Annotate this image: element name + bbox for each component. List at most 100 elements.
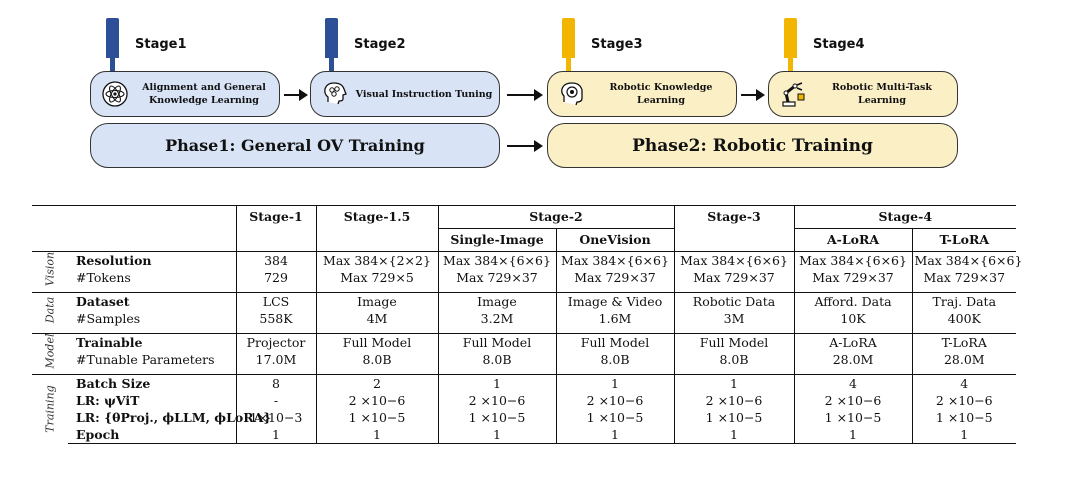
table-row: LR: {θProj., ϕLLM, ϕLoRA} 1×10−3 1 ×10−5…: [32, 409, 1017, 426]
header-a-lora: A-LoRA: [793, 228, 913, 252]
table-cell: 2: [315, 374, 438, 392]
table-row: LR: ψViT - 2 ×10−6 2 ×10−6 2 ×10−6 2 ×10…: [32, 392, 1017, 409]
table-cell: 1: [555, 374, 675, 392]
header-t-lora: T-LoRA: [911, 228, 1017, 252]
arrow-phase1-phase2: [507, 140, 543, 152]
stage4-label: Stage4: [813, 37, 865, 52]
row-name-tunable-parameters: #Tunable Parameters: [76, 352, 215, 367]
table-cell: Max 729×5: [315, 269, 438, 286]
table-cell: 8.0B: [673, 351, 795, 368]
stage3-box: Robotic Knowledge Learning: [547, 71, 737, 117]
table-cell: 1: [437, 374, 556, 392]
table-cell: Max 384×{2×2}: [315, 251, 438, 269]
atom-icon: [102, 81, 128, 107]
table-cell: Full Model: [437, 333, 556, 351]
arrow-2-3: [507, 89, 543, 101]
table-cell: 1: [793, 426, 913, 444]
table-row: Training Batch Size 8 2 1 1 1 4 4: [32, 374, 1017, 444]
table-cell: 2 ×10−6: [437, 392, 556, 409]
table-cell: Max 729×37: [911, 269, 1017, 286]
table-cell: Full Model: [555, 333, 675, 351]
table-cell: 1: [673, 426, 795, 444]
table-cell: 8: [235, 374, 316, 392]
table-row: #Samples 558K 4M 3.2M 1.6M 3M 10K 400K: [32, 310, 1017, 327]
table-cell: 8.0B: [437, 351, 556, 368]
table-cell: T-LoRA: [911, 333, 1017, 351]
header-stage-1-5: Stage-1.5: [315, 205, 438, 229]
table-cell: 1.6M: [555, 310, 675, 327]
stage2-box: Visual Instruction Tuning: [310, 71, 500, 117]
table-cell: 384: [235, 251, 316, 269]
table-cell: 17.0M: [235, 351, 316, 368]
phase1-box: Phase1: General OV Training: [90, 123, 500, 168]
table-cell: 8.0B: [315, 351, 438, 368]
row-name-batch-size: Batch Size: [68, 374, 236, 392]
table-cell: 1: [911, 426, 1017, 444]
table-cell: Max 384×{6×6}: [911, 251, 1022, 269]
table-header-row-2: Single-Image OneVision A-LoRA T-LoRA: [32, 228, 1017, 252]
training-stages-diagram: Stage1 Alignment and General Knowledge L…: [0, 0, 1080, 190]
header-stage-3: Stage-3: [673, 205, 795, 229]
header-stage-2: Stage-2: [437, 205, 675, 229]
stage4-text: Robotic Multi-Task Learning: [832, 82, 932, 106]
table-cell: 1 ×10−5: [673, 409, 795, 426]
table-row: Data Dataset LCS Image Image Image & Vid…: [32, 292, 1017, 327]
table-cell: Robotic Data: [673, 292, 795, 310]
arrow-3-4: [741, 89, 765, 101]
table-cell: Afford. Data: [793, 292, 913, 310]
table-cell: 1 ×10−5: [315, 409, 438, 426]
table-cell: 8.0B: [555, 351, 675, 368]
row-name-resolution: Resolution: [68, 251, 236, 269]
stage4-box: Robotic Multi-Task Learning: [768, 71, 958, 117]
table-cell: 558K: [235, 310, 316, 327]
table-cell: 28.0M: [793, 351, 913, 368]
row-name-samples: #Samples: [76, 311, 141, 326]
robot-head-icon: [561, 82, 583, 106]
table-cell: 1: [673, 374, 795, 392]
stage1-label: Stage1: [135, 37, 187, 52]
stage1-text-line1: Alignment and General: [142, 82, 266, 93]
table-cell: Max 384×{6×6}: [673, 251, 795, 269]
stage1-box: Alignment and General Knowledge Learning: [90, 71, 280, 117]
table-cell: 1 ×10−5: [793, 409, 913, 426]
table-cell: -: [235, 392, 316, 409]
table-cell: 2 ×10−6: [793, 392, 913, 409]
table-cell: 1: [315, 426, 438, 444]
table-cell: A-LoRA: [793, 333, 913, 351]
table-cell: Projector: [235, 333, 316, 351]
stage3-text: Robotic Knowledge Learning: [609, 82, 713, 106]
table-header-row-1: Stage-1 Stage-1.5 Stage-2 Stage-3 Stage-…: [32, 205, 1017, 229]
table-cell: 1: [555, 426, 675, 444]
table-cell: Full Model: [673, 333, 795, 351]
table-cell: 1 ×10−5: [437, 409, 556, 426]
group-label-data: Data: [43, 296, 57, 324]
table-row: Vision Resolution 384 Max 384×{2×2} Max …: [32, 251, 1022, 286]
group-label-model: Model: [43, 333, 57, 369]
arrow-1-2: [284, 89, 308, 101]
table-cell: Max 729×37: [437, 269, 556, 286]
table-cell: Full Model: [315, 333, 438, 351]
table-cell: 28.0M: [911, 351, 1017, 368]
training-config-table: Stage-1 Stage-1.5 Stage-2 Stage-3 Stage-…: [32, 205, 1022, 444]
table-cell: Image: [315, 292, 438, 310]
row-name-lr-other: LR: {θProj., ϕLLM, ϕLoRA}: [76, 410, 272, 425]
header-stage-4: Stage-4: [793, 205, 1017, 229]
table-cell: 4M: [315, 310, 438, 327]
table-cell: Max 729×37: [555, 269, 675, 286]
table-cell: 1 ×10−5: [911, 409, 1017, 426]
table-cell: Traj. Data: [911, 292, 1017, 310]
phase2-box: Phase2: Robotic Training: [547, 123, 958, 168]
table-cell: Max 384×{6×6}: [793, 251, 913, 269]
table-cell: 2 ×10−6: [673, 392, 795, 409]
row-name-lr-vit: LR: ψViT: [76, 393, 140, 408]
table-cell: 4: [793, 374, 913, 392]
table-cell: 1 ×10−5: [555, 409, 675, 426]
stage2-text: Visual Instruction Tuning: [355, 88, 493, 100]
row-name-epoch: Epoch: [68, 426, 236, 444]
table-cell: Image: [437, 292, 556, 310]
table-cell: 1×10−3: [235, 409, 316, 426]
table-cell: 1: [235, 426, 316, 444]
row-name-dataset: Dataset: [68, 292, 236, 310]
table-cell: LCS: [235, 292, 316, 310]
table-cell: 729: [235, 269, 316, 286]
